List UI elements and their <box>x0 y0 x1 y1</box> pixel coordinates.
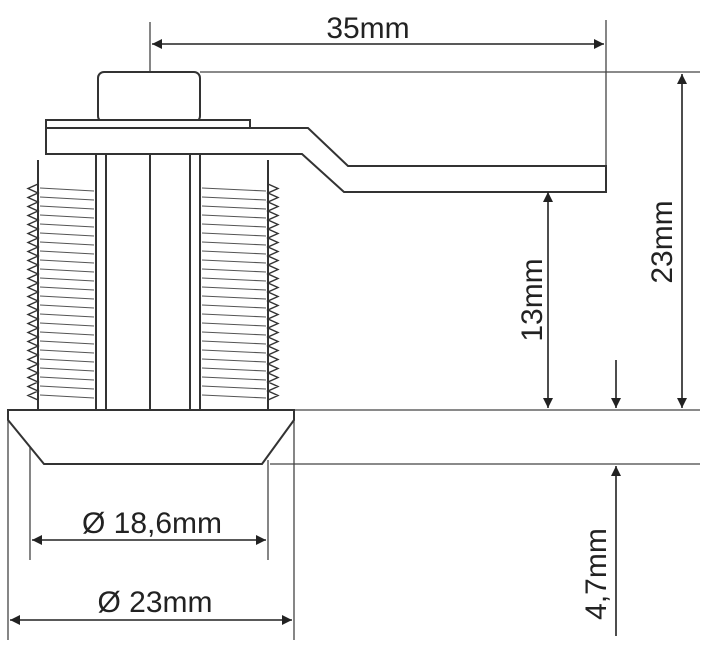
cam-plate <box>45 119 607 193</box>
thread-right <box>266 183 280 401</box>
total-height-label: 23mm <box>646 200 679 283</box>
cam-height-label: 13mm <box>516 258 549 341</box>
thread-diameter-label: Ø 18,6mm <box>82 507 222 540</box>
flange-diameter-label: Ø 23mm <box>97 586 212 619</box>
thread-hatching <box>39 187 267 399</box>
key-head <box>97 71 201 123</box>
lock-core <box>37 153 269 411</box>
flange-thickness-label: 4,7mm <box>580 528 613 620</box>
cam-lock-body <box>7 71 607 465</box>
flange <box>7 409 295 465</box>
dimension-lines <box>10 39 687 636</box>
thread-left <box>26 183 40 401</box>
cam-length-label: 35mm <box>326 12 409 45</box>
